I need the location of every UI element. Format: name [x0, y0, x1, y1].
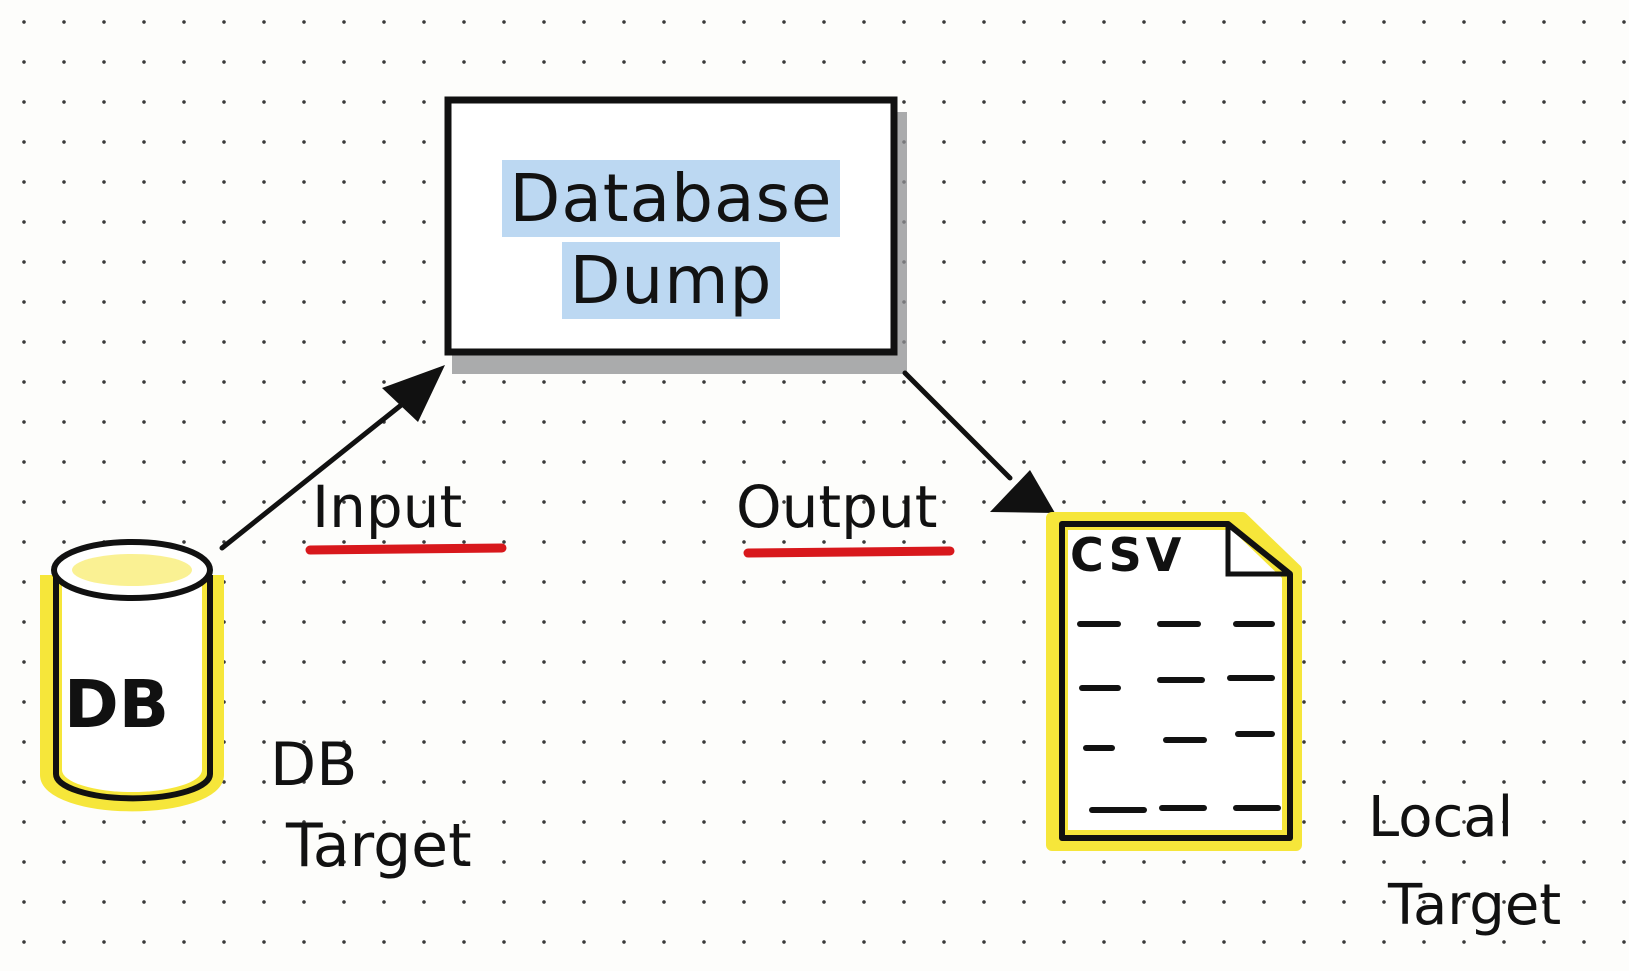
- process-box-title: Database: [448, 160, 894, 237]
- csv-document-icon: [1046, 512, 1302, 851]
- destination-caption-line1: Local: [1368, 785, 1514, 850]
- input-underline: [305, 543, 507, 555]
- process-box-subtitle: Dump: [448, 242, 894, 319]
- database-cylinder-icon: [40, 539, 224, 812]
- destination-caption-line2: Target: [1388, 873, 1562, 938]
- output-label: Output: [736, 473, 938, 541]
- input-arrow: [219, 365, 445, 551]
- input-label: Input: [312, 473, 463, 541]
- source-caption-line1: DB: [270, 730, 358, 800]
- source-caption-line2: Target: [286, 811, 472, 881]
- output-arrow: [902, 370, 1055, 513]
- output-underline: [743, 546, 955, 558]
- process-box-line1: Database: [501, 160, 841, 237]
- csv-icon-text: CSV: [1070, 528, 1186, 582]
- database-icon-text: DB: [64, 666, 170, 743]
- process-box-line2: Dump: [561, 242, 781, 319]
